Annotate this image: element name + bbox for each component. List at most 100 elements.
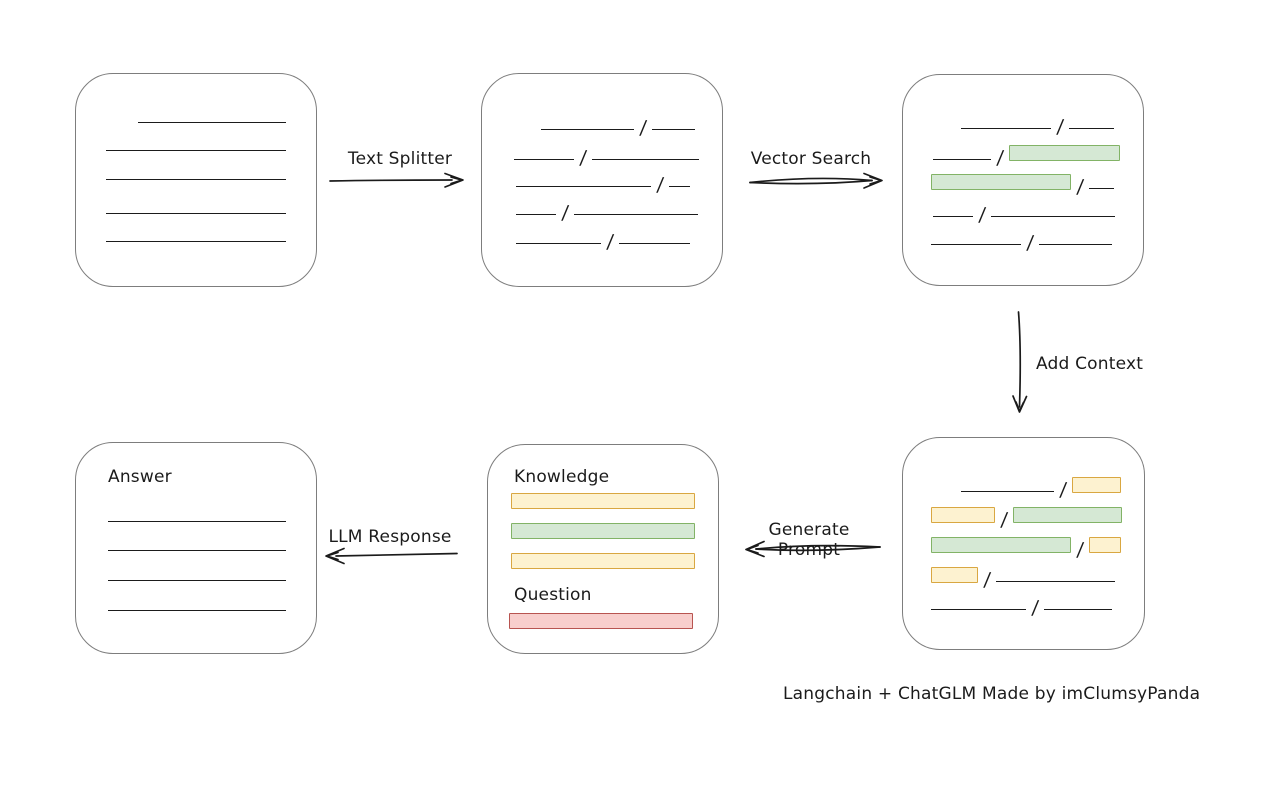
segment-row: / xyxy=(931,533,1122,561)
text-line xyxy=(1044,609,1113,610)
text-line xyxy=(991,216,1116,217)
slash-separator: / xyxy=(995,147,1005,169)
text-line xyxy=(516,186,651,187)
slash-separator: / xyxy=(560,202,570,224)
yellow-chunk xyxy=(931,567,978,583)
yellow-chunk xyxy=(1089,537,1122,553)
red-chunk xyxy=(509,613,693,629)
segment-row xyxy=(106,195,286,215)
add-context-arrow xyxy=(1012,311,1028,413)
text-line xyxy=(1069,128,1115,129)
vector-search-arrow xyxy=(749,172,883,189)
knowledge-heading: Knowledge xyxy=(514,467,610,487)
answer-heading: Answer xyxy=(108,467,172,487)
slash-separator: / xyxy=(977,204,987,226)
text-line xyxy=(592,159,700,160)
slash-separator: / xyxy=(1055,116,1065,138)
segment-row xyxy=(106,161,286,181)
llm-response-label: LLM Response xyxy=(328,527,452,547)
yellow-chunk xyxy=(931,507,995,523)
segment-row: / xyxy=(931,226,1113,254)
text-line xyxy=(931,609,1026,610)
text-line xyxy=(574,214,699,215)
segment-row: / xyxy=(961,473,1122,501)
segment-row xyxy=(108,532,286,552)
text-line xyxy=(652,129,696,130)
segment-row: / xyxy=(516,196,699,224)
segment-row: / xyxy=(516,168,691,196)
text-line xyxy=(961,491,1054,492)
segment-row xyxy=(106,132,286,152)
segment-row xyxy=(108,503,286,523)
segment-row xyxy=(108,562,286,582)
segment-row: / xyxy=(931,563,1116,591)
text-line xyxy=(619,243,691,244)
green-chunk xyxy=(1009,145,1121,161)
slash-separator: / xyxy=(1058,479,1068,501)
segment-row: / xyxy=(931,591,1113,619)
yellow-chunk xyxy=(1072,477,1122,493)
question-heading: Question xyxy=(514,585,592,605)
document-box xyxy=(75,73,317,287)
segment-row xyxy=(106,223,286,243)
text-line xyxy=(1089,188,1115,189)
split-chunks-box: / / / / / xyxy=(481,73,723,287)
green-chunk xyxy=(511,523,695,539)
segment-row xyxy=(509,609,693,629)
slash-separator: / xyxy=(1075,539,1085,561)
text-line xyxy=(108,580,286,581)
segment-row: / xyxy=(541,111,696,139)
segment-row: / xyxy=(516,225,691,253)
segment-row: / xyxy=(931,503,1123,531)
text-line xyxy=(106,179,286,180)
segment-row: / xyxy=(961,110,1115,138)
yellow-chunk xyxy=(511,553,695,569)
green-chunk xyxy=(931,174,1071,190)
text-line xyxy=(108,521,286,522)
green-chunk xyxy=(931,537,1071,553)
slash-separator: / xyxy=(578,147,588,169)
text-line xyxy=(541,129,634,130)
segment-row xyxy=(511,519,695,539)
segment-row: / xyxy=(933,198,1116,226)
text-line xyxy=(669,186,691,187)
text-line xyxy=(1039,244,1113,245)
text-splitter-arrow xyxy=(329,172,464,188)
text-line xyxy=(961,128,1051,129)
segment-row: / xyxy=(514,141,700,169)
text-line xyxy=(933,216,973,217)
text-line xyxy=(933,159,991,160)
segment-row xyxy=(108,592,286,612)
text-line xyxy=(106,241,286,242)
text-splitter-label: Text Splitter xyxy=(347,149,453,169)
generate-prompt-label: Generate Prompt xyxy=(768,520,850,560)
text-line xyxy=(106,150,286,151)
slash-separator: / xyxy=(1030,597,1040,619)
slash-separator: / xyxy=(999,509,1009,531)
text-line xyxy=(106,213,286,214)
segment-row: / xyxy=(931,170,1115,198)
add-context-label: Add Context xyxy=(1036,354,1144,374)
segment-row xyxy=(511,549,695,569)
vector-search-label: Vector Search xyxy=(750,149,872,169)
text-line xyxy=(108,550,286,551)
slash-separator: / xyxy=(1075,176,1085,198)
slash-separator: / xyxy=(605,231,615,253)
segment-row: / xyxy=(933,141,1121,169)
text-line xyxy=(514,159,574,160)
segment-row xyxy=(511,489,695,509)
vector-matches-box: / / / / / xyxy=(902,74,1144,286)
slash-separator: / xyxy=(655,174,665,196)
text-line xyxy=(516,214,556,215)
segment-row xyxy=(138,104,286,124)
green-chunk xyxy=(1013,507,1123,523)
text-line xyxy=(516,243,601,244)
slash-separator: / xyxy=(982,569,992,591)
slash-separator: / xyxy=(638,117,648,139)
yellow-chunk xyxy=(511,493,695,509)
text-line xyxy=(108,610,286,611)
text-line xyxy=(996,581,1116,582)
credit-caption: Langchain + ChatGLM Made by imClumsyPand… xyxy=(783,684,1201,704)
slash-separator: / xyxy=(1025,232,1035,254)
